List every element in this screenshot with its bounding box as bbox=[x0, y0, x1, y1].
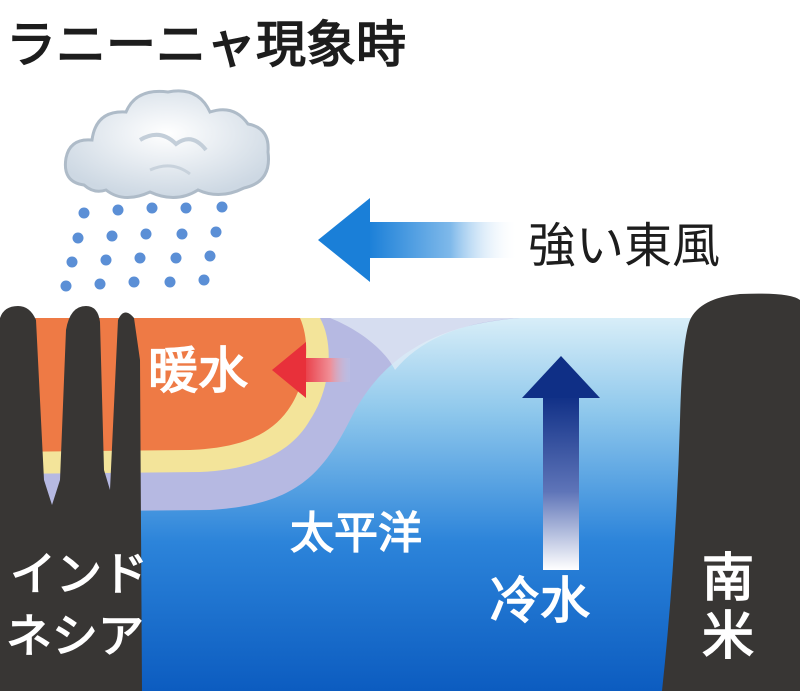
indonesia-label-line1: インド bbox=[10, 547, 148, 601]
wind-label: 強い東風 bbox=[528, 218, 720, 274]
warm-water-label: 暖水 bbox=[148, 342, 249, 400]
indonesia-landmass bbox=[0, 306, 142, 691]
rain-drops bbox=[60, 201, 228, 292]
south-america-label-line2: 米 bbox=[702, 607, 754, 667]
surface-band bbox=[330, 318, 520, 370]
rain-cloud-icon bbox=[63, 89, 270, 199]
indonesia-label-line2: ネシア bbox=[6, 609, 144, 663]
title: ラニーニャ現象時 bbox=[6, 16, 406, 74]
south-america-label-line1: 南 bbox=[702, 549, 754, 609]
upwelling-arrow bbox=[522, 356, 600, 570]
ocean-label: 太平洋 bbox=[290, 508, 422, 559]
wind-arrow bbox=[318, 198, 518, 282]
cold-water-label: 冷水 bbox=[490, 572, 591, 630]
heat-arrow bbox=[272, 342, 350, 398]
south-america-landmass bbox=[662, 293, 800, 691]
